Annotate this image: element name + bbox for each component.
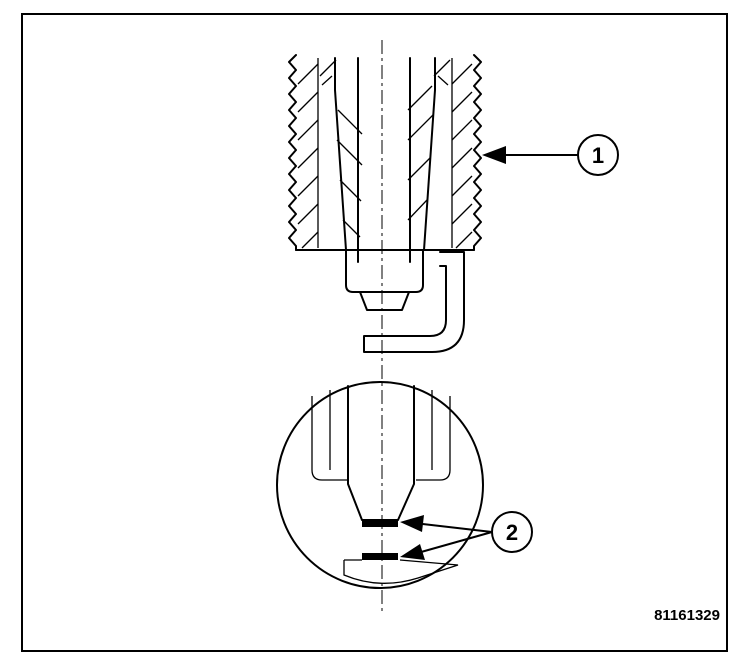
callout-2-arrowhead-lower xyxy=(400,544,425,560)
center-electrode xyxy=(345,57,424,311)
left-thread xyxy=(288,54,297,251)
right-thread xyxy=(473,54,482,251)
left-shell-hatching xyxy=(297,59,337,249)
detail-circle xyxy=(276,381,484,589)
gap-mark-lower xyxy=(362,553,398,560)
gap-mark-upper xyxy=(362,520,398,527)
callout-1-circle xyxy=(577,134,619,176)
callout-2-number: 2 xyxy=(506,520,518,545)
figure-id-label: 81161329 xyxy=(654,607,720,624)
callout-1: 1 xyxy=(482,134,619,176)
callout-1-number: 1 xyxy=(592,143,604,168)
callout-1-arrowhead xyxy=(482,146,506,164)
callout-2-circle xyxy=(491,511,533,553)
callout-2: 2 xyxy=(400,511,533,560)
magnified-gap-detail xyxy=(276,381,484,589)
callout-2-arrowhead-upper xyxy=(400,515,424,532)
diagram-border xyxy=(21,13,728,652)
ground-electrode xyxy=(363,251,465,353)
spark-plug-shell xyxy=(288,54,482,251)
right-shell-hatching xyxy=(433,59,473,249)
